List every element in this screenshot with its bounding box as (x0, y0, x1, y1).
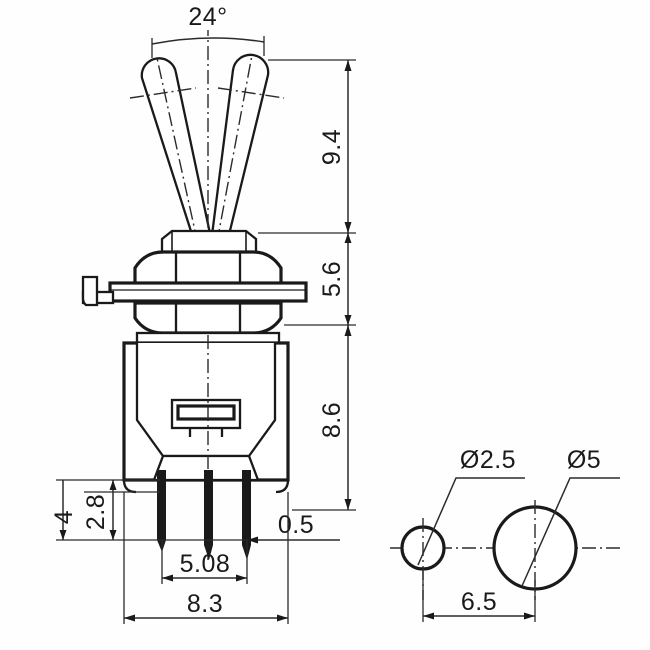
arrow-4-bottom (59, 530, 67, 540)
lower-nut-body (133, 301, 283, 335)
arrow-5-08-right (236, 574, 247, 582)
washer-locating-tab (81, 275, 99, 307)
pin-left (157, 470, 166, 540)
angle-arc (151, 37, 265, 45)
lever-group (129, 30, 285, 300)
arrow-5-6-bottom (344, 315, 352, 325)
body-left-foot (122, 479, 137, 494)
switch-body (122, 331, 290, 560)
arrow-6-5-right (524, 612, 535, 620)
pin-center-tip (204, 545, 213, 560)
label-0-5: 0.5 (278, 511, 314, 539)
pin-thickness-dimension: 0.5 (247, 511, 340, 544)
lower-large-hex-nut (133, 301, 283, 335)
label-5-08: 5.08 (180, 550, 231, 578)
vertical-dimension-stack: 9.4 5.6 8.6 (258, 59, 356, 511)
washer-plate (81, 275, 308, 307)
arrow-5-6-top (344, 233, 352, 243)
pin-center (204, 470, 213, 545)
washer-plate-body (108, 281, 308, 303)
arrow-8-6-bottom (344, 499, 352, 510)
arrow-9-4-top (344, 60, 352, 71)
lever-left-tip-centermark (129, 87, 197, 99)
arrow-5-08-left (162, 574, 173, 582)
body-right-foot (275, 479, 290, 494)
arrow-8-6-top (344, 325, 352, 336)
angle-label: 24° (188, 3, 227, 31)
lever-right-tip-centermark (217, 87, 285, 99)
leader-dia-2-5 (417, 477, 525, 566)
label-8-3: 8.3 (187, 590, 223, 618)
top-large-hex-nut (133, 250, 283, 287)
arrow-8-3-left (124, 614, 135, 622)
label-9-4: 9.4 (318, 129, 346, 165)
panel-cutout-detail: Ø2.5 Ø5 6.5 (390, 446, 620, 622)
arrow-8-3-right (277, 614, 288, 622)
arrow-2-8-top (109, 480, 117, 490)
terminal-pins (157, 470, 251, 560)
label-dia-2-5: Ø2.5 (460, 446, 516, 474)
pin-right (242, 470, 251, 545)
arrow-9-4-bottom (344, 222, 352, 233)
label-dia-5: Ø5 (567, 446, 601, 474)
lever-right-centerline (207, 54, 253, 291)
width-dimensions: 5.08 8.3 (123, 492, 289, 624)
arrow-6-5-left (423, 612, 434, 620)
label-2-8: 2.8 (82, 494, 110, 530)
arrow-2-8-bottom (109, 530, 117, 540)
pin-length-dimensions: 4 2.8 (50, 479, 250, 541)
lever-left-centerline (156, 57, 209, 291)
angle-dimension-24: 24° (151, 3, 265, 58)
arrow-0-5 (247, 536, 258, 544)
top-nut-body (133, 250, 283, 287)
lever-right-outline (209, 53, 270, 249)
leader-dia-5 (521, 477, 620, 587)
label-6-5: 6.5 (461, 588, 497, 616)
label-5-6: 5.6 (318, 261, 346, 297)
label-4: 4 (50, 510, 78, 524)
label-8-6: 8.6 (318, 402, 346, 438)
lever-left-outline (140, 57, 214, 249)
contact-block-inner (176, 404, 236, 421)
